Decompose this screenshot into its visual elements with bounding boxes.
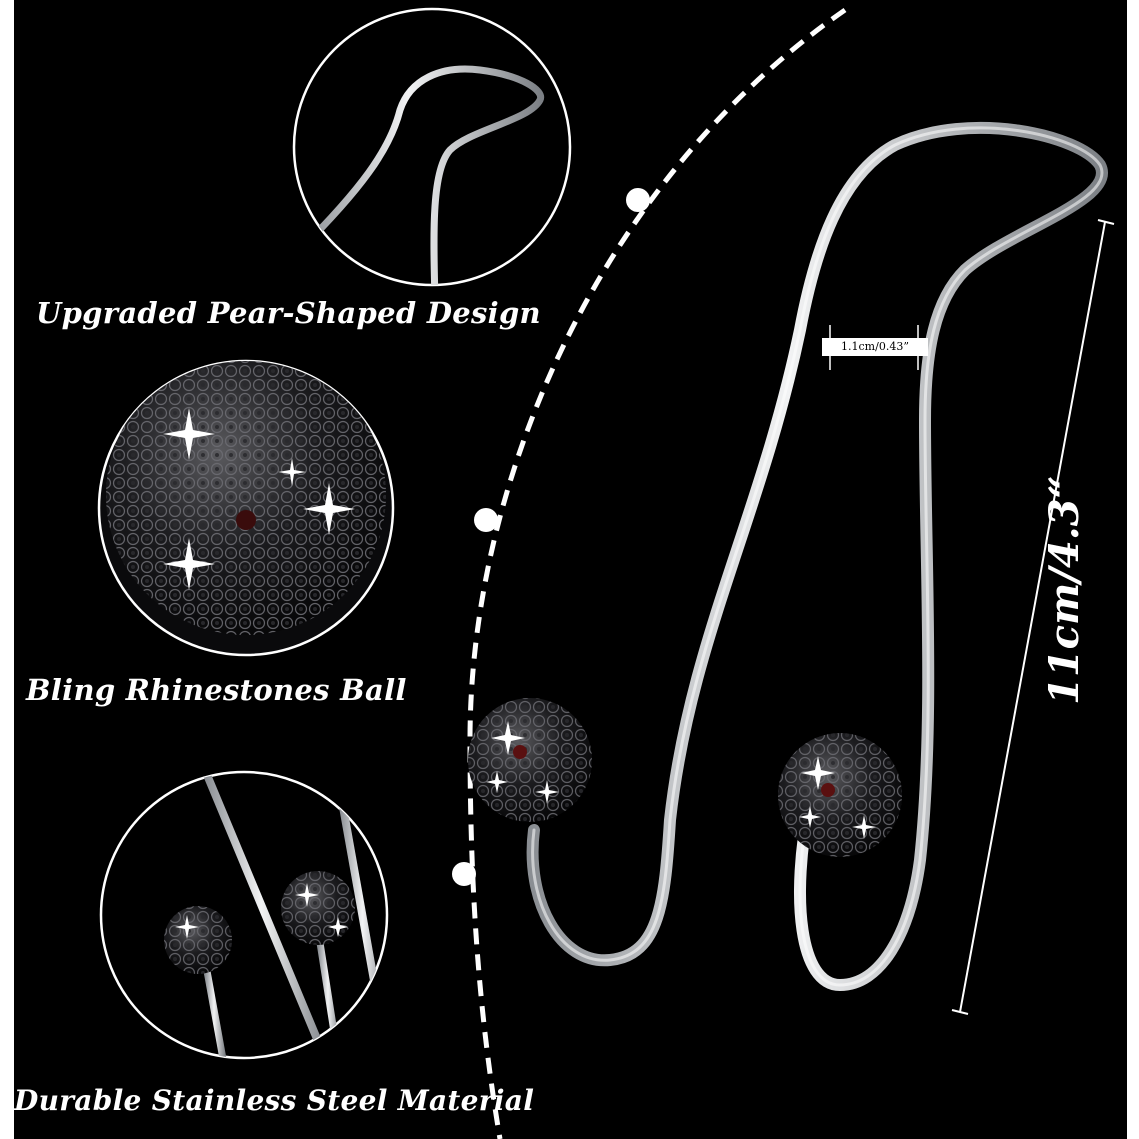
feature-label-pear-shape: Upgraded Pear-Shaped Design — [36, 296, 541, 330]
divider-dot-2 — [474, 508, 498, 532]
feature-label-steel-material: Durable Stainless Steel Material — [14, 1084, 535, 1117]
divider-dot-1 — [626, 188, 650, 212]
feature-label-rhinestone-ball: Bling Rhinestones Ball — [26, 673, 407, 707]
detail-circle-pear-shape — [292, 7, 572, 287]
sparkle-icons — [486, 721, 876, 839]
height-dimension-label: 11cm/4.3“ — [1041, 475, 1088, 705]
divider-dot-3 — [452, 862, 476, 886]
dashed-divider-arc — [467, 7, 847, 1139]
width-dimension-label: 1.1cm/0.43” — [822, 338, 928, 356]
height-dimension-line — [951, 219, 1115, 1015]
rhinestone-ball-right — [778, 733, 902, 857]
rhinestone-ball-left — [468, 698, 592, 822]
detail-circle-rhinestone-ball — [97, 359, 395, 657]
main-hook — [468, 122, 1108, 992]
detail-circle-steel-material — [99, 770, 389, 1060]
